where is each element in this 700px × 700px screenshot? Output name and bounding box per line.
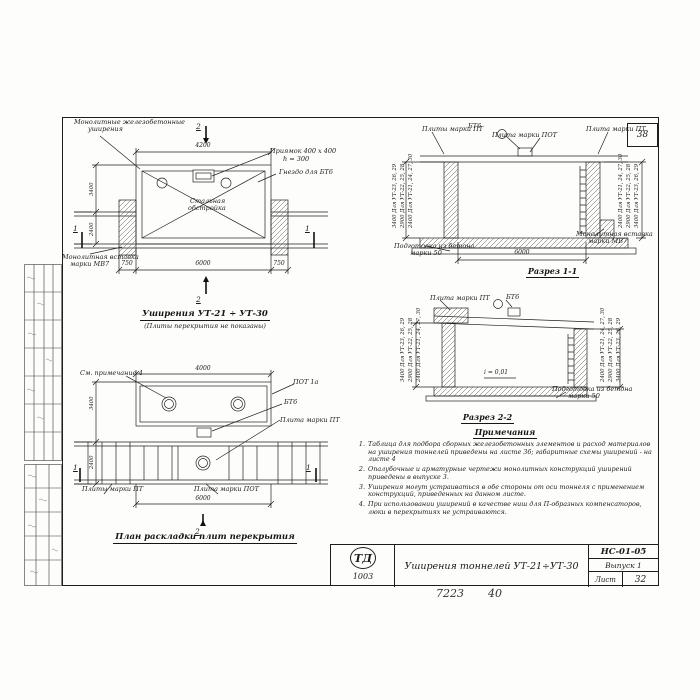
layout-section-1-marker-right: 1 — [306, 463, 311, 472]
notes-block: 1. Таблица для подбора сборных железобет… — [356, 440, 654, 519]
plan-pit-label: Приямок 400 х 400 — [270, 147, 337, 155]
plan-steel-label-1: Стальная — [190, 197, 226, 205]
org-logo-year: 1003 — [352, 572, 374, 581]
section-2-marker-bottom: 2 — [196, 295, 201, 304]
layout-note-ref-label: См. примечание 4 — [80, 369, 143, 377]
plan-pit-height-label: h = 300 — [283, 155, 310, 163]
drawing-title: Уширения тоннелей УТ-21÷УТ-30 — [395, 545, 589, 587]
plan-dim-vertical-lower: 2400 — [89, 222, 95, 236]
title-block: ТД 1003 Уширения тоннелей УТ-21÷УТ-30 НС… — [330, 544, 659, 587]
note-number: 3. — [358, 482, 365, 491]
slab-layout-drawing — [74, 370, 328, 526]
section-1-marker-right: 1 — [305, 224, 310, 233]
s1-bt6-label: БТ6 — [468, 122, 482, 130]
s2-slab-label: Плита марки ПТ — [430, 294, 490, 302]
s1-alt-dim-left-2: 2900 Для УТ-22, 25, 28 — [400, 163, 406, 228]
plan-dim-6000: 6000 — [195, 260, 211, 267]
s2-prep-label-2: марки 50 — [568, 392, 600, 400]
plan-title: Уширения УТ-21 ÷ УТ-30 — [140, 309, 270, 321]
plan-insert-label-1: Монолитная вставка — [62, 253, 139, 261]
s1-prep-label-2: марки 50 — [410, 249, 442, 257]
s2-bt6-label: БТ6 — [506, 293, 520, 301]
s2-alt-dim-right-3: 3400 Для УТ-23, 26, 29 — [616, 317, 622, 382]
title-block-right-column: НС-01-05 Выпуск 1 Лист 32 — [589, 545, 658, 587]
layout-dim-4000: 4000 — [195, 365, 211, 372]
section-1-marker-left: 1 — [73, 224, 78, 233]
plan-monolithic-label-2: уширения — [88, 125, 123, 133]
layout-dim-6000: 6000 — [195, 495, 211, 502]
plan-steel-label-2: обстройка — [188, 204, 226, 212]
s1-insert-label-1: Монолитная вставка — [576, 230, 653, 238]
section-2-marker-top: 2 — [196, 122, 201, 131]
plan-subtitle: (Плиты перекрытия не показаны) — [144, 322, 266, 330]
s1-title: Разрез 1-1 — [525, 266, 580, 278]
footer-handwritten-number: 40 — [488, 587, 502, 600]
notes-title: Примечания — [472, 427, 538, 439]
layout-pt-label: Плита марки ПТ — [280, 416, 340, 424]
title-block-logo-cell: ТД 1003 — [331, 545, 395, 587]
note-text: При использовании уширений в качестве ни… — [368, 500, 642, 516]
s1-pot-label: Плита марки ПОТ — [492, 131, 557, 139]
footer-handwritten-code: 7223 — [436, 587, 464, 600]
plan-dim-vertical-upper: 3400 — [89, 182, 95, 196]
s2-alt-dim-right-1: 2400 Для УТ-21, 24, 27, 30 — [600, 307, 606, 382]
note-item-1: 1. Таблица для подбора сборных железобет… — [356, 440, 654, 464]
left-margin-tables — [24, 264, 62, 586]
layout-section-2-marker: 2 — [195, 527, 200, 536]
plan-dim-4200: 4200 — [195, 142, 211, 149]
layout-title: План раскладки плит перекрытия — [113, 532, 297, 544]
plan-insert-label-2: марки МВ7 — [70, 260, 110, 268]
s2-alt-dim-left-2: 2900 Для УТ-22, 25, 28 — [408, 317, 414, 382]
s1-alt-dim-left-1: 2400 Для УТ-21, 24, 27, 30 — [408, 153, 414, 228]
s1-alt-dim-right-1: 2400 Для УТ-21, 24, 27, 30 — [618, 153, 624, 228]
section-2-2-drawing — [412, 299, 624, 402]
layout-dim-vertical-upper: 3400 — [89, 396, 95, 410]
layout-slabs-pt-label: Плиты марки ПТ — [82, 485, 144, 493]
s2-alt-dim-left-3: 3400 Для УТ-23, 26, 29 — [400, 317, 406, 382]
note-text: Таблица для подбора сборных железобетонн… — [368, 440, 652, 464]
sheet-word: Лист — [589, 572, 623, 587]
layout-slab-pot-label: Плита марки ПОТ — [194, 485, 259, 493]
note-item-4: 4. При использовании уширений в качестве… — [356, 501, 654, 516]
layout-dim-vertical-lower: 2400 — [89, 455, 95, 469]
note-item-3: 3. Уширения могут устраиваться в обе сто… — [356, 482, 654, 499]
corner-sheet-number: 38 — [627, 123, 658, 147]
s2-prep-label-1: Подготовка из бетона — [552, 385, 633, 393]
s2-alt-dim-right-2: 2900 Для УТ-22, 25, 28 — [608, 317, 614, 382]
layout-bt6-label: БТ6 — [284, 398, 298, 406]
note-number: 4. — [358, 500, 365, 509]
s1-insert-label-2: марки МВ7 — [588, 237, 628, 245]
s1-prep-label-1: Подготовка из бетона — [394, 242, 475, 250]
sheet-number: 32 — [634, 574, 647, 585]
s2-alt-dim-left-1: 2400 Для УТ-21, 24, 27, 30 — [416, 307, 422, 382]
layout-pot1a-label: ПОТ 1а — [293, 378, 319, 386]
section-1-1-drawing — [402, 129, 646, 264]
s2-slope-label: i = 0,01 — [484, 369, 509, 376]
s1-dim-6000: 6000 — [514, 249, 530, 256]
layout-section-1-marker-left: 1 — [73, 463, 78, 472]
s1-alt-dim-left-3: 3400 Для УТ-23, 26, 29 — [392, 163, 398, 228]
note-item-2: 2. Опалубочные и арматурные чертежи моно… — [356, 465, 654, 481]
plan-monolithic-label-1: Монолитные железобетонные — [74, 118, 186, 126]
s1-alt-dim-right-3: 3400 Для УТ-23, 26, 29 — [634, 163, 640, 228]
doc-code: НС-01-05 — [589, 545, 658, 559]
s2-title: Разрез 2-2 — [460, 412, 515, 424]
note-text: Опалубочные и арматурные чертежи монолит… — [368, 465, 632, 481]
s1-slab-right-label: Плита марки ПТ — [586, 125, 646, 133]
s1-slabs-left-label: Плиты марки ПТ — [422, 125, 484, 133]
plan-dim-750-right: 750 — [273, 260, 285, 267]
s1-alt-dim-right-2: 2900 Для УТ-22, 25, 28 — [626, 163, 632, 228]
issue-number: Выпуск 1 — [589, 559, 658, 572]
plan-socket-label: Гнездо для БТ6 — [279, 168, 333, 176]
note-number: 2. — [358, 465, 365, 474]
note-text: Уширения могут устраиваться в обе сторон… — [368, 482, 645, 499]
plan-dim-750-left: 750 — [121, 260, 133, 267]
org-logo: ТД — [350, 547, 376, 569]
plan-widening-drawing — [74, 126, 328, 294]
note-number: 1. — [358, 440, 365, 448]
